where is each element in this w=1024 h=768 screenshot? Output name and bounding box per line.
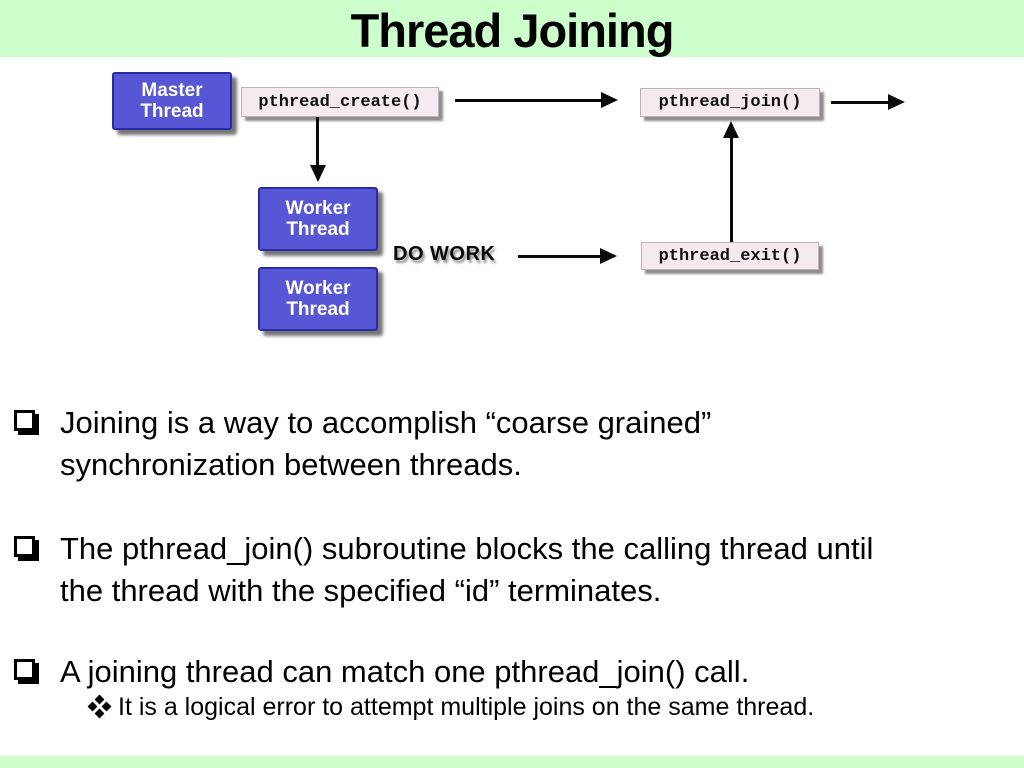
worker-thread-box-2: Worker Thread [258, 267, 378, 331]
bullet-item-1: Joining is a way to accomplish “coarse g… [14, 402, 711, 486]
arrow-join-exit-right-head-icon [888, 94, 905, 110]
do-work-label: DO WORK [393, 243, 496, 265]
square-bullet-icon [14, 410, 35, 431]
pthread-create-label: pthread_create() [241, 87, 439, 117]
bullet-1-line-1: Joining is a way to accomplish “coarse g… [60, 405, 712, 440]
page-title: Thread Joining [350, 4, 675, 57]
title-bar: Thread Joining [0, 0, 1024, 57]
worker-thread-box-1: Worker Thread [258, 187, 378, 251]
arrow-create-to-worker-line [316, 117, 319, 167]
arrow-create-to-join-head-icon [601, 92, 618, 108]
bullet-item-3: A joining thread can match one pthread_j… [14, 651, 749, 693]
bullet-3-text: A joining thread can match one pthread_j… [60, 651, 749, 693]
pthread-exit-label: pthread_exit() [641, 242, 819, 270]
footer-bar [0, 756, 1024, 768]
four-diamond-bullet-icon [87, 694, 112, 719]
square-bullet-icon [14, 659, 35, 680]
bullet-1-line-2: synchronization between threads. [60, 447, 522, 482]
bullet-1-text: Joining is a way to accomplish “coarse g… [60, 402, 711, 486]
arrow-exit-to-join-head-icon [723, 121, 739, 138]
thread-joining-diagram: Master Thread pthread_create() pthread_j… [0, 57, 1024, 357]
arrow-join-exit-right-line [831, 101, 890, 104]
bullet-2-line-2: the thread with the specified “id” termi… [60, 573, 662, 608]
arrow-exit-to-join-line [730, 136, 733, 242]
arrow-create-to-worker-head-icon [310, 165, 326, 182]
arrow-work-to-exit-head-icon [600, 248, 617, 264]
pthread-join-label: pthread_join() [640, 88, 820, 117]
bullet-item-2: The pthread_join() subroutine blocks the… [14, 528, 873, 612]
master-thread-box: Master Thread [112, 72, 232, 130]
sub-bullet-item-1: It is a logical error to attempt multipl… [87, 692, 815, 723]
arrow-work-to-exit-line [518, 255, 602, 258]
bullet-2-line-1: The pthread_join() subroutine blocks the… [60, 531, 874, 566]
bullet-2-text: The pthread_join() subroutine blocks the… [60, 528, 873, 612]
sub-bullet-1-text: It is a logical error to attempt multipl… [118, 693, 815, 721]
arrow-create-to-join-line [455, 99, 603, 102]
bullet-3-line-1: A joining thread can match one pthread_j… [60, 654, 750, 689]
square-bullet-icon [14, 536, 35, 557]
